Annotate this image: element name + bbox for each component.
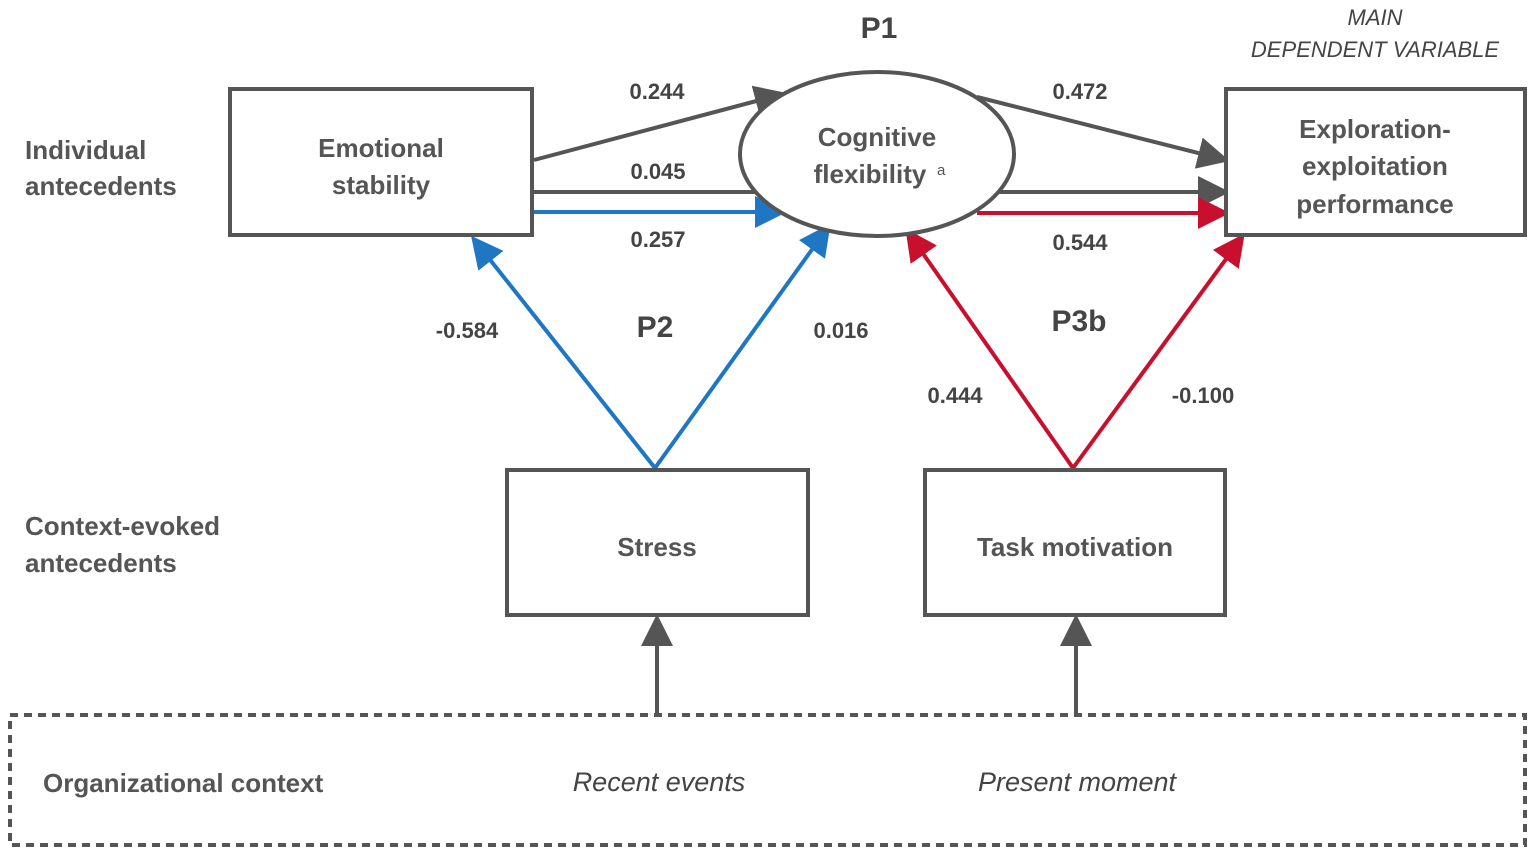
stress-box [505,468,810,617]
coef-cf-to-exp: 0.472 [1052,79,1107,104]
coef-es-to-exp: 0.045 [630,159,685,184]
recent-events-label: Recent events [573,767,746,797]
node-emotional-stability: Emotional stability [228,87,534,237]
coef-es-to-cf: 0.244 [629,79,685,104]
node-cognitive-flexibility: Cognitive flexibility a [738,70,1016,238]
arrow-motivation-to-cf [905,228,1075,470]
node-task-motivation: Task motivation [923,468,1227,617]
proposition-p2: P2 [637,311,674,344]
organizational-context-label: Organizational context [43,768,324,798]
proposition-p3b: P3b [1051,305,1106,338]
arrow-cf-to-exp [976,95,1230,169]
emotional-stability-label-line2: stability [332,170,431,200]
arrow-motivation-to-exp [1071,233,1245,470]
emotional-stability-box [228,87,534,237]
proposition-p1: P1 [861,12,898,45]
exploration-box [1224,87,1527,237]
arrow-stress-to-cf [653,223,831,470]
coef-motivation-to-exp: -0.100 [1172,383,1234,408]
node-stress: Stress [505,468,810,617]
organizational-context-box [8,713,1527,847]
dependent-variable-note-line2: DEPENDENT VARIABLE [1251,37,1500,62]
cognitive-flexibility-label-line1: Cognitive [818,122,936,152]
coef-cf-to-exp-moderated: 0.544 [1052,230,1108,255]
cognitive-flexibility-footnote-mark: a [937,162,946,179]
task-motivation-label: Task motivation [977,532,1173,562]
exploration-label-line3: performance [1296,189,1454,219]
emotional-stability-label-line1: Emotional [318,133,444,163]
present-moment-label: Present moment [978,767,1178,797]
task-motivation-box [923,468,1227,617]
row-label-context-line1: Context-evoked [25,511,220,541]
coef-stress-to-cf: 0.016 [813,318,868,343]
stress-label: Stress [617,532,697,562]
row-label-context-line2: antecedents [25,548,177,578]
node-exploration-exploitation: Exploration- exploitation performance [1224,87,1527,237]
exploration-label-line1: Exploration- [1299,114,1451,144]
dependent-variable-note-line1: MAIN [1348,5,1403,30]
row-label-individual-line1: Individual [25,135,146,165]
row-label-individual-line2: antecedents [25,171,177,201]
cognitive-flexibility-label-line2: flexibility [814,159,927,189]
arrow-stress-to-es [471,235,657,470]
coef-motivation-to-cf: 0.444 [927,383,983,408]
arrow-es-to-cf [533,85,787,162]
coef-stress-to-es: -0.584 [436,318,499,343]
exploration-label-line2: exploitation [1302,151,1448,181]
coef-es-to-cf-moderated: 0.257 [630,227,685,252]
cognitive-flexibility-ellipse [738,70,1016,238]
organizational-context: Organizational context Recent events Pre… [8,713,1527,847]
